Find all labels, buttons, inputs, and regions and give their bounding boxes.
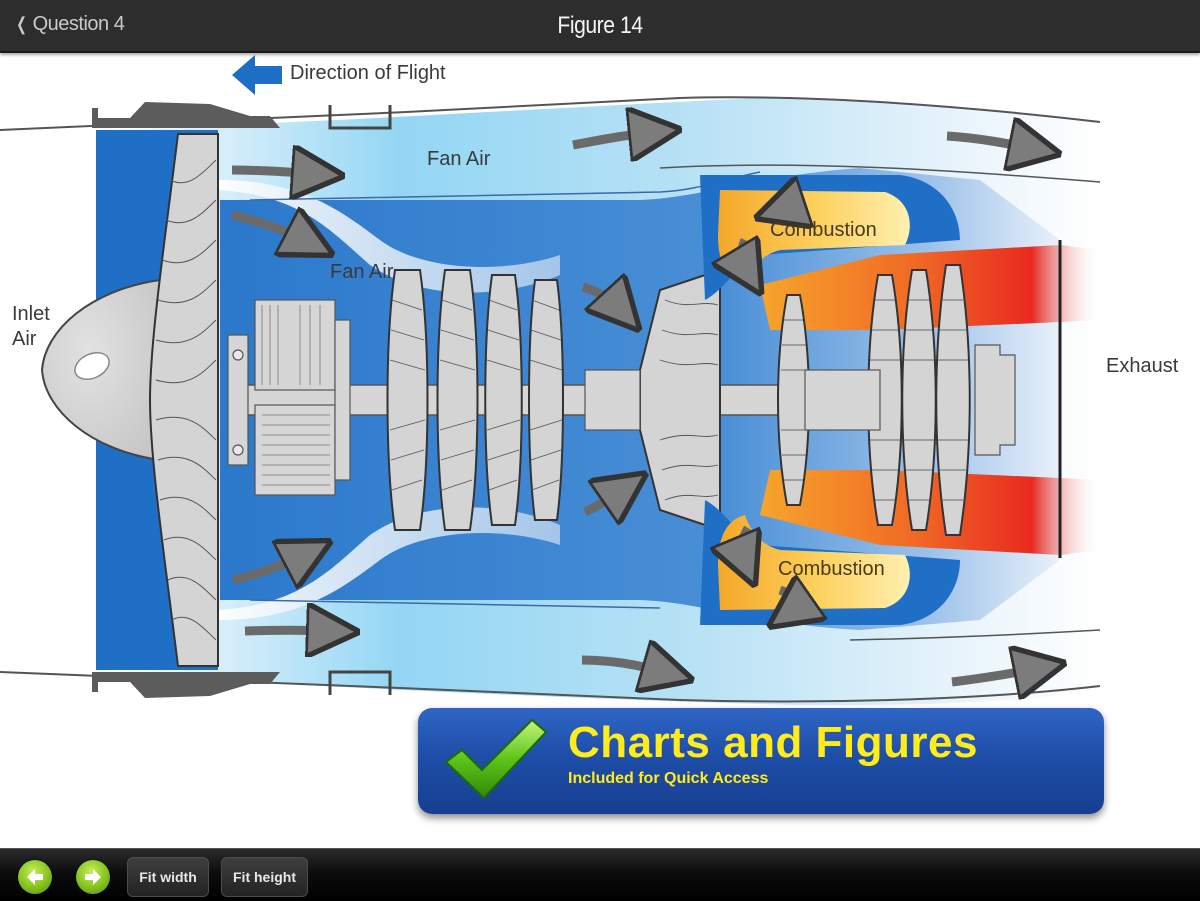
spinner-highlight xyxy=(74,351,110,381)
arrow-right-icon xyxy=(85,869,101,885)
fit-width-button[interactable]: Fit width xyxy=(127,857,209,897)
back-button-label: Question 4 xyxy=(32,13,125,35)
impeller-lines xyxy=(659,299,719,501)
airflow-arrows xyxy=(231,132,1040,682)
core-cowl-bottom-line xyxy=(849,629,1101,641)
nacelle-top-profile xyxy=(92,102,280,128)
inlet-air-label-line2: Air xyxy=(12,328,37,350)
banner-subtitle: Included for Quick Access xyxy=(568,770,769,787)
turbine-shaft xyxy=(804,369,881,431)
arrow-left-icon xyxy=(27,869,43,885)
exhaust-label: Exhaust xyxy=(1106,355,1179,377)
inner-fan-air-channel-bottom xyxy=(218,507,560,620)
direction-of-flight-arrow-icon xyxy=(232,55,282,95)
diffuser-hub xyxy=(584,369,641,431)
gearbox xyxy=(227,299,351,496)
page-title: Figure 14 xyxy=(557,12,643,39)
direction-of-flight-label: Direction of Flight xyxy=(290,62,446,84)
hot-gas-path-top xyxy=(760,245,1100,330)
next-button[interactable] xyxy=(76,860,110,894)
turbofan-engine-diagram xyxy=(0,55,1101,705)
fan-air-label-inner: Fan Air xyxy=(330,261,394,283)
core-bottom-boundary xyxy=(249,599,661,609)
fan-blade xyxy=(148,133,219,667)
nacelle-bottom-bracket xyxy=(328,670,392,695)
figure-viewer: Direction of Flight Inlet Air Fan Air Fa… xyxy=(0,53,1200,848)
top-navigation-bar: ❮ Question 4 Figure 14 xyxy=(0,0,1200,53)
combustion-label-bottom: Combustion xyxy=(778,558,885,580)
checkmark-icon xyxy=(444,718,548,800)
charts-figures-banner: Charts and Figures Included for Quick Ac… xyxy=(418,708,1104,814)
combustion-label-top: Combustion xyxy=(770,219,877,241)
chevron-left-icon: ❮ xyxy=(16,14,27,34)
back-button[interactable]: ❮ Question 4 xyxy=(14,13,125,36)
bottom-toolbar: Fit width Fit height xyxy=(0,848,1200,901)
exhaust-hub xyxy=(974,344,1016,456)
nacelle-top-bracket xyxy=(328,105,392,130)
compressor-stages xyxy=(386,269,564,531)
compressor-blade-lines xyxy=(389,299,563,491)
nacelle-bottom-profile xyxy=(92,672,280,698)
fan-blade-lines xyxy=(155,159,217,641)
inlet-air-label-line1: Inlet xyxy=(12,303,50,325)
hot-gas-path-bottom xyxy=(760,470,1100,555)
turbine-blade-lines xyxy=(781,299,968,501)
fan-air-label-upper: Fan Air xyxy=(427,148,491,170)
core-cowl-top-line xyxy=(659,164,1101,183)
turbine-stages xyxy=(777,264,971,536)
previous-button[interactable] xyxy=(18,860,52,894)
banner-title: Charts and Figures xyxy=(568,718,978,767)
fit-height-button[interactable]: Fit height xyxy=(221,857,308,897)
